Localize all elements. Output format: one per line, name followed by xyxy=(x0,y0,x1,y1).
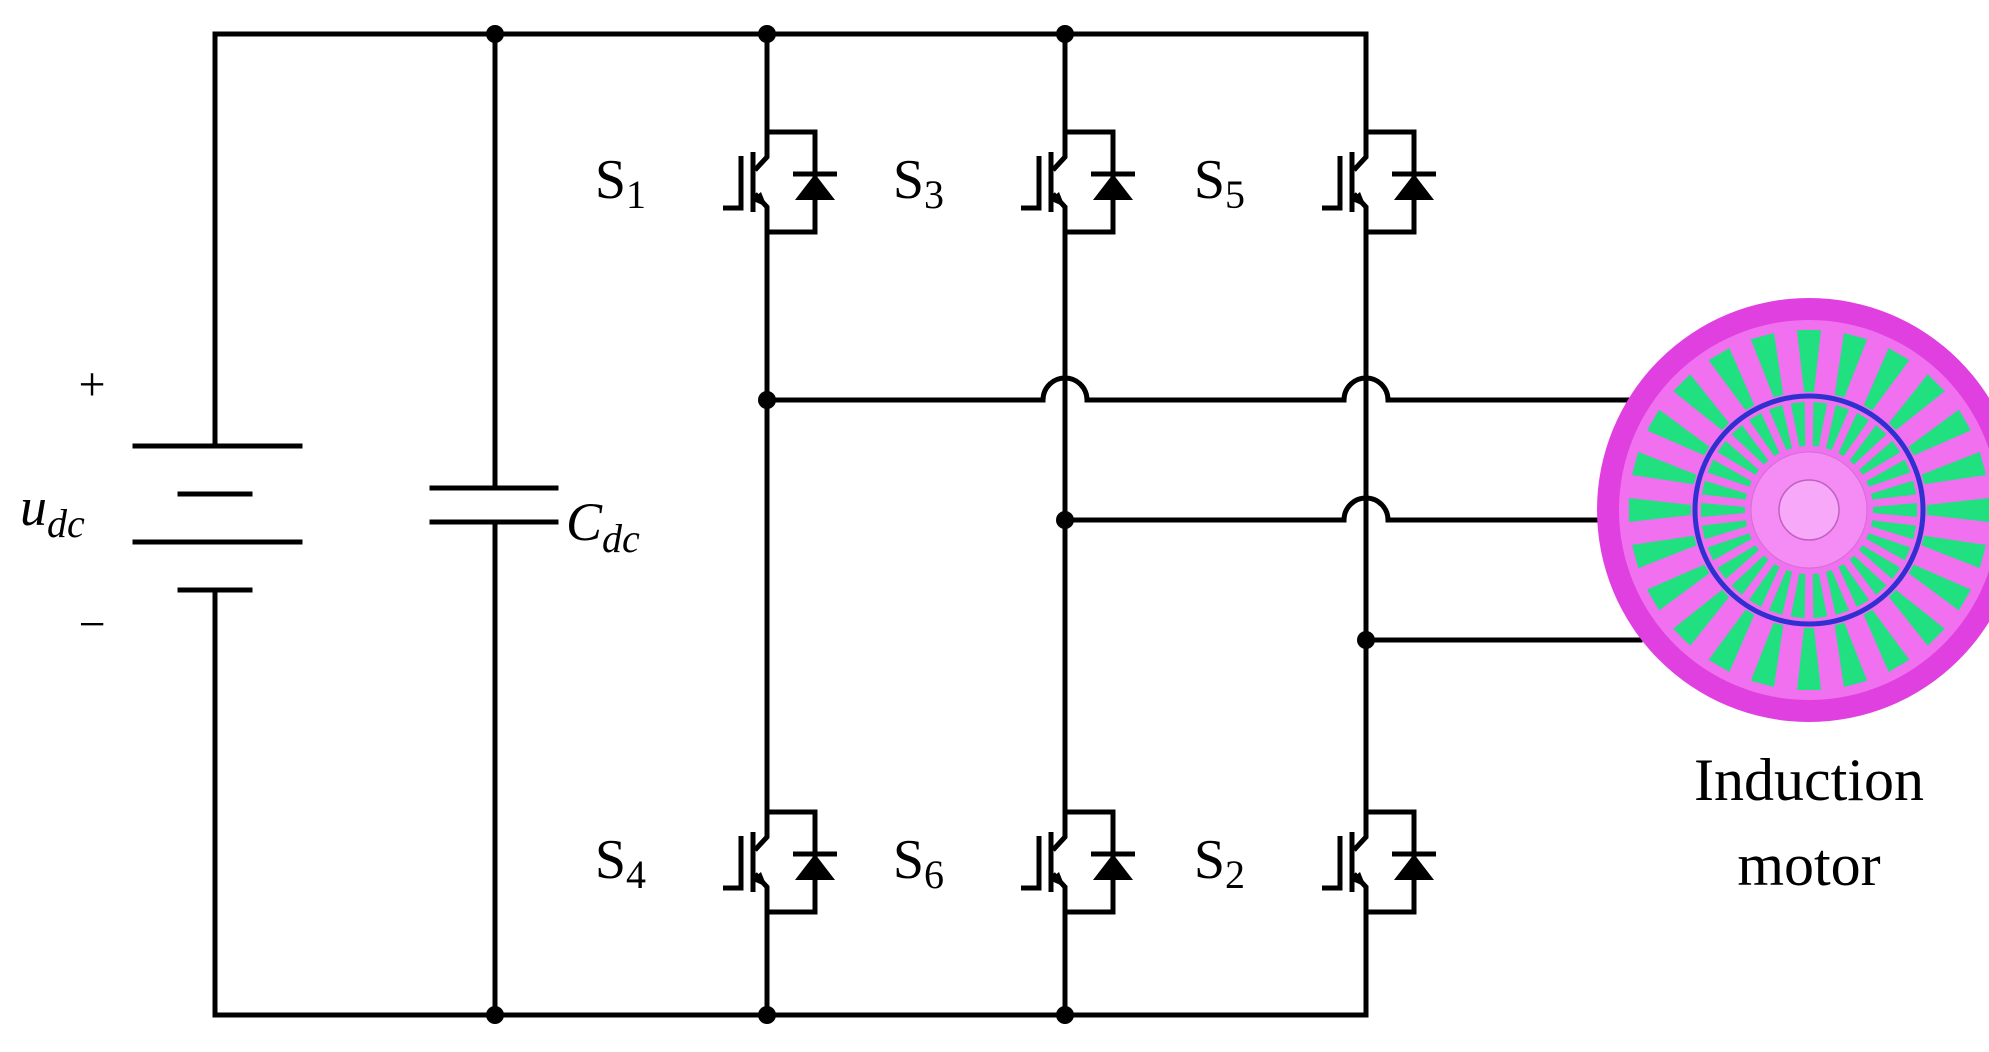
rotor-bar xyxy=(1812,573,1828,619)
rotor-bar xyxy=(1849,425,1887,465)
stator-slot xyxy=(1673,374,1730,431)
motor-rotor-bars xyxy=(1701,401,1917,619)
rotor-bar xyxy=(1707,459,1752,487)
rotor-bar xyxy=(1838,412,1870,457)
stator-slot xyxy=(1632,451,1697,485)
stator-slot xyxy=(1863,609,1910,672)
junction-dot xyxy=(758,391,776,409)
rotor-bar xyxy=(1859,545,1901,580)
stator-slot xyxy=(1647,564,1710,611)
stator-slot xyxy=(1908,409,1971,456)
switch-s2: S2 xyxy=(1194,797,1453,932)
stator-slot xyxy=(1673,589,1730,646)
stator-slot xyxy=(1797,330,1821,392)
battery-plus-sign: + xyxy=(78,358,105,411)
junction-dot xyxy=(1056,25,1074,43)
switch-s5-label: S5 xyxy=(1194,149,1245,217)
battery-minus-sign: − xyxy=(78,598,105,651)
switch-s4-label: S4 xyxy=(595,829,646,897)
rotor-bar xyxy=(1701,520,1748,540)
rotor-bar xyxy=(1790,573,1806,619)
phase-a-output-wire xyxy=(764,375,1635,403)
phase-b-output-wire xyxy=(1062,495,1603,523)
stator-slot xyxy=(1863,348,1910,411)
rotor-bar xyxy=(1866,459,1911,487)
rotor-bar xyxy=(1790,401,1806,447)
capacitor-label-main: C xyxy=(566,492,603,552)
stator-slot xyxy=(1888,374,1945,431)
induction-motor xyxy=(1597,298,1989,722)
stator-slot xyxy=(1921,535,1986,569)
switch-s4: S4 xyxy=(595,797,854,932)
stator-slot xyxy=(1750,333,1784,398)
junction-dot xyxy=(486,1006,504,1024)
rotor-bar xyxy=(1859,440,1901,475)
stator-slot xyxy=(1708,609,1755,672)
switch-s3: S3 xyxy=(893,117,1152,252)
junction-dot xyxy=(1056,1006,1074,1024)
stator-slot xyxy=(1708,348,1755,411)
rotor-bar xyxy=(1748,563,1780,608)
junction-dot xyxy=(486,25,504,43)
junction-dot xyxy=(1357,631,1375,649)
battery-label-subscript: dc xyxy=(47,501,85,546)
switch-s6-label: S6 xyxy=(893,829,944,897)
rotor-bar xyxy=(1838,563,1870,608)
capacitor-symbol: Cdc xyxy=(429,485,640,561)
switch-s1: S1 xyxy=(595,117,854,252)
battery-label: udc xyxy=(20,477,85,546)
stator-slot xyxy=(1797,628,1821,690)
rotor-bar xyxy=(1717,545,1759,580)
switch-s5: S5 xyxy=(1194,117,1453,252)
stator-slot xyxy=(1647,409,1710,456)
stator-slot xyxy=(1908,564,1971,611)
switch-s1-label: S1 xyxy=(595,149,646,217)
motor-label-line1: Induction xyxy=(1694,747,1924,813)
rotor-bar xyxy=(1812,401,1828,447)
phase-output-wires xyxy=(764,375,1643,643)
junction-dot xyxy=(758,1006,776,1024)
switch-s3-label: S3 xyxy=(893,149,944,217)
battery-label-main: u xyxy=(20,477,47,537)
motor-stator-slots xyxy=(1629,330,1989,690)
switch-s2-label: S2 xyxy=(1194,829,1245,897)
stator-slot xyxy=(1632,535,1697,569)
stator-slot xyxy=(1921,451,1986,485)
stator-slot xyxy=(1888,589,1945,646)
dc-bus-wires xyxy=(212,31,1369,1018)
rotor-bar xyxy=(1866,533,1911,561)
motor-label-line2: motor xyxy=(1737,832,1880,898)
battery-symbol: + − udc xyxy=(20,358,303,651)
rotor-bar xyxy=(1701,503,1745,517)
rotor-bar xyxy=(1717,440,1759,475)
rotor-bar xyxy=(1849,555,1887,595)
junction-dots xyxy=(486,25,1375,1024)
rotor-bar xyxy=(1768,405,1793,451)
rotor-bar xyxy=(1768,569,1793,615)
capacitor-label-subscript: dc xyxy=(602,516,640,561)
motor-shaft xyxy=(1778,479,1840,541)
rotor-bar xyxy=(1870,480,1917,500)
rotor-bar xyxy=(1731,425,1769,465)
rotor-bar xyxy=(1825,405,1850,451)
stator-slot xyxy=(1834,622,1868,687)
stator-slot xyxy=(1834,333,1868,398)
rotor-bar xyxy=(1748,412,1780,457)
switch-s6: S6 xyxy=(893,797,1152,932)
junction-dot xyxy=(1056,511,1074,529)
rotor-bar xyxy=(1825,569,1850,615)
stator-slot xyxy=(1750,622,1784,687)
rotor-bar xyxy=(1707,533,1752,561)
motor-air-gap-ring xyxy=(1692,393,1926,627)
rotor-bar xyxy=(1870,520,1917,540)
capacitor-label: Cdc xyxy=(566,492,640,561)
junction-dot xyxy=(758,25,776,43)
rotor-bar xyxy=(1731,555,1769,595)
rotor-bar xyxy=(1701,480,1748,500)
stator-slot xyxy=(1629,498,1691,522)
rotor-bar xyxy=(1873,503,1917,517)
stator-slot xyxy=(1927,498,1989,522)
